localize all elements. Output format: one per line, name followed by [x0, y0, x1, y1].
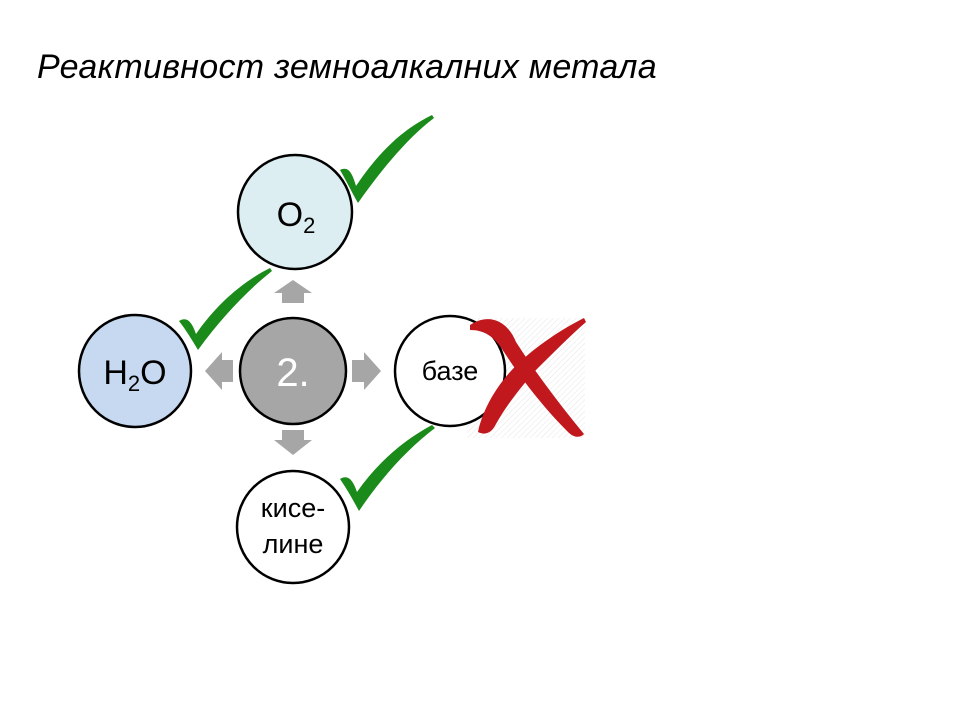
base-node: базе — [393, 314, 507, 428]
h2o-node: H2O — [77, 313, 193, 429]
arrow-left-icon — [205, 352, 233, 390]
arrow-right-icon — [352, 352, 381, 390]
center-node: 2. — [238, 316, 348, 426]
acid-node: кисе- лине — [235, 469, 351, 585]
o2-node: O2 — [236, 153, 354, 271]
acid-check-icon — [340, 425, 435, 511]
svg-text:H2O: H2O — [103, 354, 166, 396]
h2o-label-h: H — [103, 354, 128, 392]
acid-label-line2: лине — [263, 529, 324, 559]
o2-check-icon — [340, 115, 434, 203]
o2-subscript: 2 — [303, 213, 315, 238]
arrow-up-icon — [274, 280, 312, 303]
base-label: базе — [422, 356, 479, 386]
o2-label: O — [277, 196, 303, 234]
base-cross-icon — [470, 318, 586, 437]
svg-text:O2: O2 — [277, 196, 316, 238]
center-label: 2. — [276, 351, 309, 395]
acid-label-line1: кисе- — [261, 493, 325, 523]
h2o-label-o: O — [140, 354, 166, 392]
h2o-check-icon — [179, 268, 272, 350]
h2o-subscript: 2 — [128, 371, 140, 396]
page-title: Реактивност земноалкалних метала — [37, 48, 657, 86]
arrow-down-icon — [274, 430, 312, 455]
